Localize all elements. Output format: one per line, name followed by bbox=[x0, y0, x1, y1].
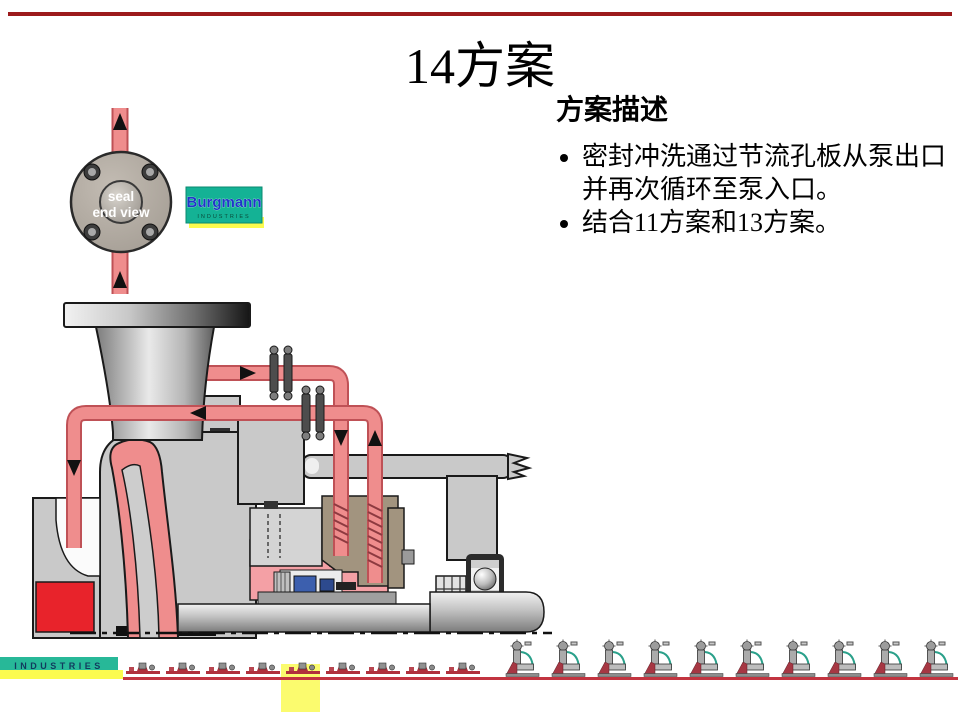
pump-plan-icon-large bbox=[781, 638, 816, 678]
flange-bolt-icon bbox=[83, 163, 159, 241]
pump-icon-strip-right bbox=[505, 638, 954, 678]
pump-plan-icon-small bbox=[165, 662, 201, 675]
pump-plan-icon-large bbox=[689, 638, 724, 678]
seal-end-view: seal end view bbox=[69, 108, 173, 294]
description-bullet: 密封冲洗通过节流孔板从泵出口并再次循环至泵入口。 bbox=[582, 140, 948, 206]
description-list: 密封冲洗通过节流孔板从泵出口并再次循环至泵入口。 结合11方案和13方案。 bbox=[556, 140, 948, 239]
flush-pipe-seal-to-suction bbox=[66, 405, 383, 583]
pump-plan-icon-large bbox=[551, 638, 586, 678]
break-line-zigzag bbox=[507, 452, 533, 481]
pump-plan-icon-small bbox=[245, 662, 281, 675]
page-title: 14方案 bbox=[405, 38, 555, 94]
footer-underline bbox=[123, 677, 958, 680]
pump-plan-icon-large bbox=[873, 638, 908, 678]
description-block: 方案描述 密封冲洗通过节流孔板从泵出口并再次循环至泵入口。 结合11方案和13方… bbox=[556, 94, 948, 239]
pump-shaft bbox=[429, 591, 545, 633]
footer-strip: INDUSTRIES bbox=[0, 638, 958, 712]
burgmann-logo-text: Burgmann bbox=[187, 194, 262, 211]
flow-arrow-icon bbox=[67, 366, 382, 476]
pump-plan-icon-large bbox=[505, 638, 540, 678]
orifice-fitting bbox=[301, 385, 325, 441]
pump-cross-section bbox=[32, 395, 552, 639]
pump-plan-icon-small bbox=[325, 662, 361, 675]
pump-plan-icon-large bbox=[735, 638, 770, 678]
mechanical-seal bbox=[257, 569, 397, 605]
seal-end-view-label-line2: end view bbox=[92, 205, 150, 220]
pump-plan-icon-small bbox=[405, 662, 441, 675]
pump-plan-icon-small bbox=[445, 662, 481, 675]
orifice-fitting bbox=[269, 345, 293, 401]
industries-label: INDUSTRIES bbox=[14, 661, 104, 671]
description-bullet: 结合11方案和13方案。 bbox=[582, 206, 948, 239]
volute-fluid bbox=[35, 581, 95, 633]
burgmann-logo-subtext: INDUSTRIES bbox=[197, 214, 250, 220]
seal-end-view-label-line1: seal bbox=[108, 189, 134, 204]
top-accent-rule bbox=[8, 12, 952, 16]
pump-plan-icon-small bbox=[365, 662, 401, 675]
pump-plan-icon-large bbox=[919, 638, 954, 678]
description-heading: 方案描述 bbox=[556, 95, 669, 126]
pump-plan-icon-small bbox=[125, 662, 161, 675]
flush-pipe-discharge-to-seal bbox=[206, 365, 349, 556]
burgmann-logo: Burgmann INDUSTRIES bbox=[185, 186, 264, 228]
pump-plan-icon-large bbox=[643, 638, 678, 678]
flow-arrow-icon bbox=[113, 113, 127, 288]
pipe-thread-hatch bbox=[333, 503, 383, 568]
pump-plan-icon-large bbox=[827, 638, 862, 678]
pump-plan-icon-large bbox=[597, 638, 632, 678]
pump-icon-strip-left bbox=[125, 662, 481, 675]
pump-plan-icon-small bbox=[205, 662, 241, 675]
